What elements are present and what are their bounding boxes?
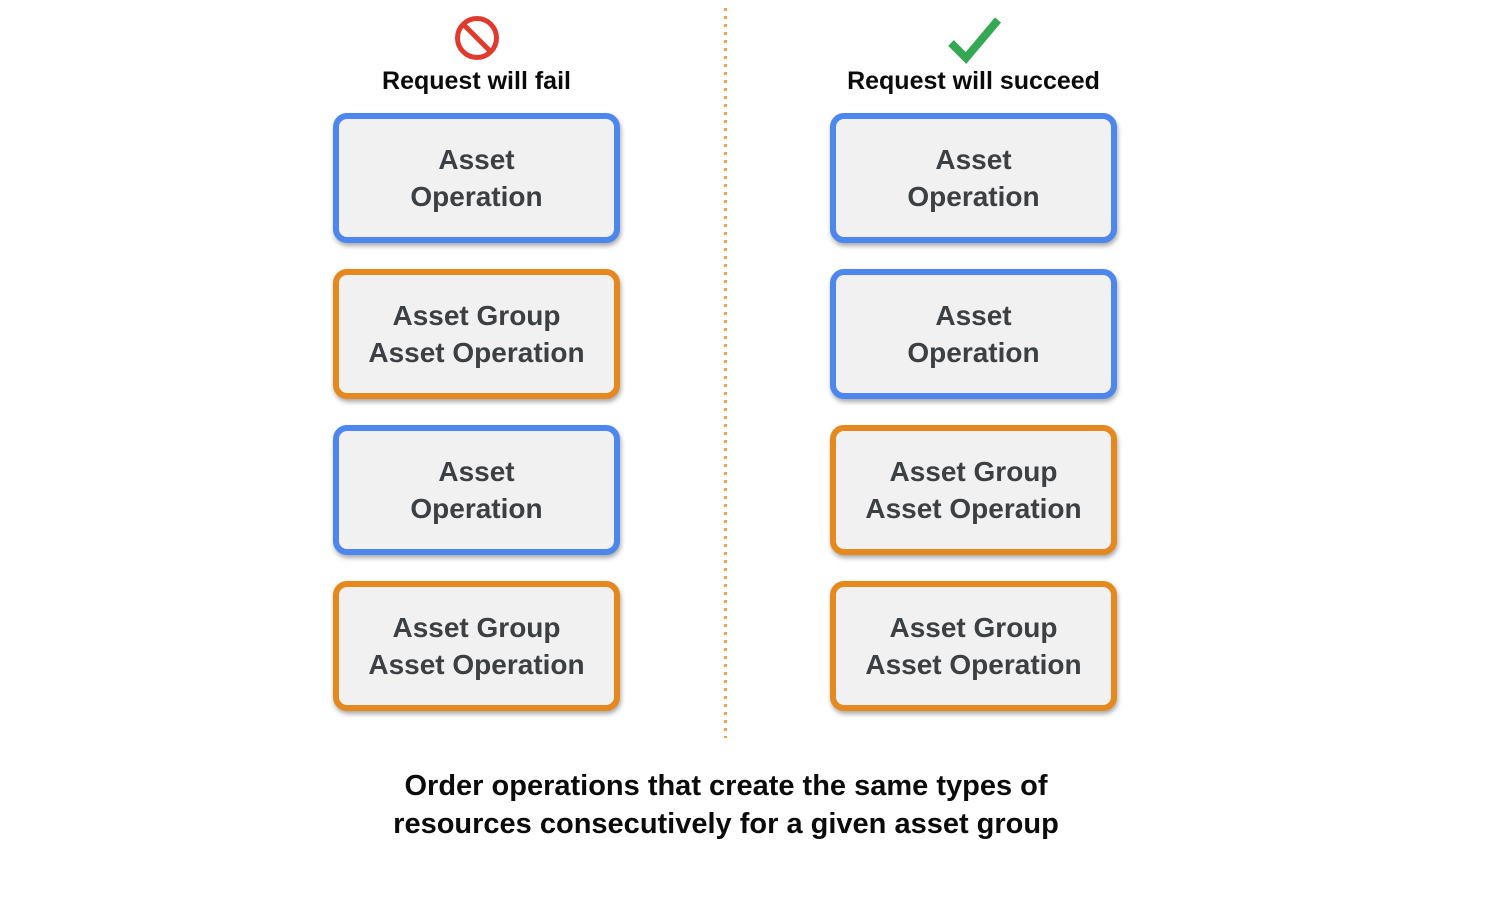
box-label-line: Asset [935,144,1012,175]
box-label-line: Asset [438,456,515,487]
no-entry-icon [454,12,500,64]
box-label-line: Asset Operation [865,649,1082,680]
fail-box-stack: Asset Operation Asset Group Asset Operat… [333,113,620,737]
box-label-line: Asset Group [392,612,561,643]
box-label-line: Operation [907,337,1040,368]
no-entry-icon-svg [454,16,499,60]
operation-box: Asset Group Asset Operation [333,269,620,399]
operation-box: Asset Operation [333,425,620,555]
operation-box: Asset Operation [830,113,1117,243]
fail-column: Request will fail Asset Operation Asset … [333,0,620,737]
caption-line: resources consecutively for a given asse… [393,808,1059,840]
checkmark-icon-svg [947,17,1001,64]
succeed-column-title: Request will succeed [847,67,1100,95]
box-label-line: Asset Group [889,456,1058,487]
box-label-line: Operation [410,181,543,212]
box-label-line: Asset Operation [368,649,585,680]
box-label-line: Operation [410,493,543,524]
checkmark-icon [943,12,1005,64]
dotted-divider [724,8,727,738]
operation-box: Asset Operation [830,269,1117,399]
box-label-line: Operation [907,181,1040,212]
box-label-line: Asset Group [392,300,561,331]
box-label-line: Asset [438,144,515,175]
box-label-line: Asset Operation [865,493,1082,524]
box-label-line: Asset [935,300,1012,331]
operation-box: Asset Operation [333,113,620,243]
diagram-caption: Order operations that create the same ty… [276,767,1176,843]
operation-box: Asset Group Asset Operation [333,581,620,711]
box-label-line: Asset Operation [368,337,585,368]
operation-box: Asset Group Asset Operation [830,581,1117,711]
fail-column-title: Request will fail [382,67,571,95]
caption-line: Order operations that create the same ty… [404,770,1048,802]
succeed-column: Request will succeed Asset Operation Ass… [830,0,1117,737]
box-label-line: Asset Group [889,612,1058,643]
succeed-box-stack: Asset Operation Asset Operation Asset Gr… [830,113,1117,737]
operation-box: Asset Group Asset Operation [830,425,1117,555]
